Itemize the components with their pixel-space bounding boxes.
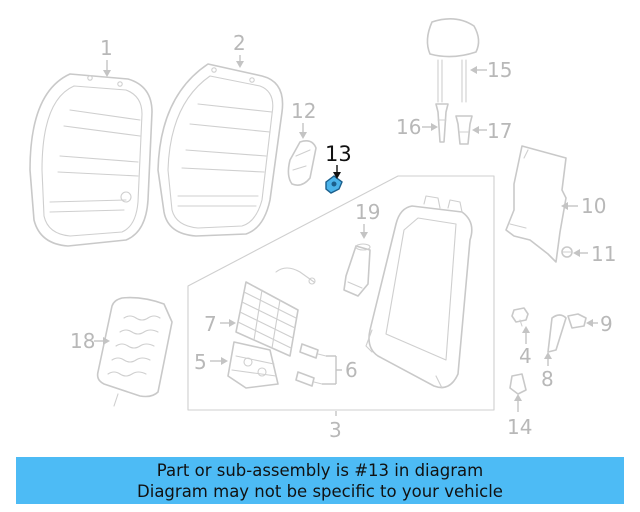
callout-2: 2 <box>233 31 246 68</box>
callout-13: 13 <box>325 142 352 179</box>
callout-17-label: 17 <box>487 119 512 143</box>
callout-8-label: 8 <box>541 367 554 391</box>
callout-7: 7 <box>204 312 236 336</box>
callout-17: 17 <box>472 119 512 143</box>
part-1-seat-back-cover <box>29 73 153 247</box>
part-12-bracket <box>287 140 317 186</box>
callout-1: 1 <box>100 36 113 77</box>
callout-5: 5 <box>194 350 228 374</box>
part-11-clip <box>561 246 573 258</box>
callout-3-label: 3 <box>329 418 342 442</box>
part-6-connectors <box>295 343 327 387</box>
callout-15: 15 <box>470 58 512 82</box>
callout-11: 11 <box>573 242 616 266</box>
part-19-motor <box>343 243 371 297</box>
callout-16: 16 <box>396 115 438 139</box>
callout-1-label: 1 <box>100 36 113 60</box>
callout-18-label: 18 <box>70 329 95 353</box>
part-17-guide <box>455 115 473 145</box>
part-9-clip <box>567 313 587 329</box>
callout-9: 9 <box>586 312 613 336</box>
part-8-lever <box>547 314 567 353</box>
callout-4: 4 <box>519 326 532 368</box>
callout-5-label: 5 <box>194 350 207 374</box>
callout-18: 18 <box>70 329 110 353</box>
part-18-cushion-pad <box>96 296 173 407</box>
part-15-headrest <box>426 18 480 103</box>
callout-6: 6 <box>322 355 358 385</box>
callout-13-label: 13 <box>325 142 352 166</box>
part-3-frame-assembly-box <box>187 175 495 411</box>
banner-line-2: Diagram may not be specific to your vehi… <box>137 481 503 501</box>
part-5-adjuster <box>227 341 279 389</box>
callout-12-label: 12 <box>291 99 316 123</box>
callout-9-label: 9 <box>600 312 613 336</box>
callout-4-label: 4 <box>519 344 532 368</box>
callout-19: 19 <box>355 200 380 239</box>
callout-12: 12 <box>291 99 316 139</box>
callout-6-label: 6 <box>345 358 358 382</box>
callout-14: 14 <box>507 394 532 439</box>
banner-line-1: Part or sub-assembly is #13 in diagram <box>156 460 484 480</box>
callout-3: 3 <box>329 411 342 442</box>
callout-14-label: 14 <box>507 415 532 439</box>
seat-back-frame <box>365 195 473 389</box>
callout-16-label: 16 <box>396 115 421 139</box>
part-14-hook-clip <box>509 373 527 395</box>
part-7-lumbar-support <box>235 267 316 357</box>
callout-19-label: 19 <box>355 200 380 224</box>
callout-7-label: 7 <box>204 312 217 336</box>
part-10-back-panel <box>505 145 567 263</box>
callout-15-label: 15 <box>487 58 512 82</box>
callout-11-label: 11 <box>591 242 616 266</box>
part-2-seat-back-cover <box>157 63 284 237</box>
callout-10-label: 10 <box>581 194 606 218</box>
info-banner: Part or sub-assembly is #13 in diagram D… <box>16 457 624 504</box>
callout-10: 10 <box>561 194 606 218</box>
part-16-guide <box>435 103 449 143</box>
part-13-fastener-highlighted <box>325 175 343 194</box>
callout-8: 8 <box>541 352 554 391</box>
part-4-bolt <box>511 307 529 327</box>
callout-2-label: 2 <box>233 31 246 55</box>
